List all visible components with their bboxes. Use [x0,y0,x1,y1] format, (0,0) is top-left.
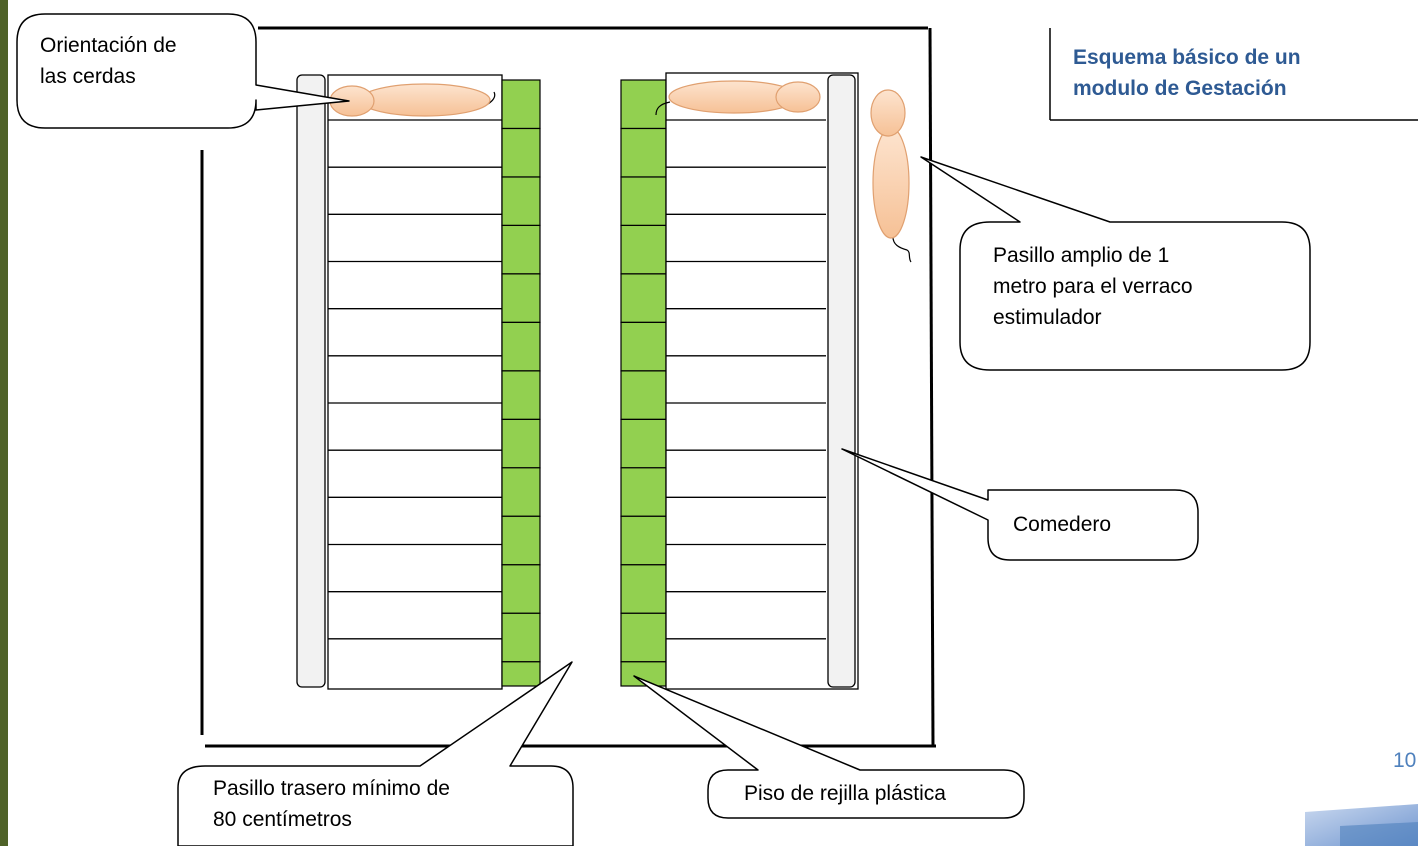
slat-cell [620,224,667,275]
slat-cell [620,564,667,614]
slat-cell [620,79,667,130]
slatted-floor-left [501,79,541,687]
slat-cell [501,370,541,420]
slat-cell [501,321,541,372]
slat-cell [501,418,541,469]
slat-cell [620,418,667,469]
callout-slatted-floor-shape [633,675,1025,819]
slat-cell [501,127,541,178]
building-outline [200,26,936,748]
slat-cell [501,79,541,130]
callout-feeder-text: Comedero [1013,513,1112,536]
slat-cell [501,515,541,566]
callout-wide-aisle-text: Pasillo amplio de 1 metro para el verrac… [993,244,1193,329]
callout-orientation-text: Orientación de las cerdas [40,34,177,88]
stall-dividers-left [328,119,502,640]
slat-cell [501,564,541,614]
sow-right [655,80,821,116]
diagram-title: Esquema básico de un modulo de Gestación [1073,46,1301,100]
sow-left [329,83,496,117]
stall-block-left [327,74,503,690]
slat-cell [620,127,667,178]
stall-block-right [665,72,859,690]
callout-slatted-floor-text: Piso de rejilla plástica [744,782,946,805]
callout-rear-aisle-text: Pasillo trasero mínimo de 80 centímetros [213,777,450,831]
slat-cell [620,273,667,323]
feeder-right [827,74,856,688]
slat-cell [620,370,667,420]
boar [870,89,912,263]
slat-cell [501,273,541,323]
callout-orientation-shape [16,13,350,129]
slat-cell [501,612,541,663]
slat-cell [501,661,541,687]
feeder-left [296,74,326,688]
stall-dividers-right [666,119,826,640]
slat-cell [501,224,541,275]
slat-cell [620,661,667,687]
slat-cell [620,612,667,663]
page-number: 10 [1393,749,1417,772]
slat-cell [501,467,541,517]
corner-logo [1305,804,1418,846]
slatted-floor-right [620,79,667,687]
slat-cell [620,515,667,566]
title-box [1049,28,1418,121]
page-edge-strip [0,0,8,846]
slat-cell [501,176,541,227]
slat-cell [620,467,667,517]
slat-cell [620,176,667,227]
slat-cell [620,321,667,372]
callout-wide-aisle-shape [920,156,1311,371]
callout-feeder-shape [841,448,1199,561]
callout-rear-aisle-shape [177,661,574,846]
